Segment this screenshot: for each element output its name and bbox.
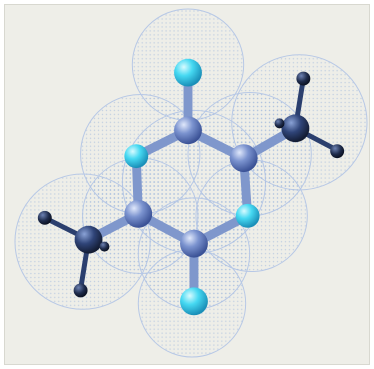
molecule-illustration — [4, 4, 370, 365]
ring-nitrogen-left — [124, 144, 149, 169]
ring-carbon-top — [174, 116, 202, 145]
ring-carbon-right — [229, 144, 258, 173]
atoms — [37, 58, 345, 316]
hydrogen-left-back — [99, 241, 110, 252]
ring-carbon-bottom — [180, 229, 208, 258]
molecule-render — [5, 5, 369, 364]
hydrogen-right-top — [296, 71, 311, 86]
ring-carbon-left — [124, 199, 153, 228]
hydrogen-left-outer — [37, 210, 52, 225]
terminal-atom-bottom — [180, 287, 208, 316]
hydrogen-right-outer — [330, 144, 345, 159]
methyl-carbon-right — [281, 114, 310, 143]
ring-nitrogen-right — [235, 203, 260, 228]
hydrogen-right-back — [274, 118, 285, 129]
hydrogen-left-bottom — [73, 283, 88, 298]
methyl-carbon-left — [74, 225, 103, 254]
terminal-atom-top — [174, 58, 202, 87]
